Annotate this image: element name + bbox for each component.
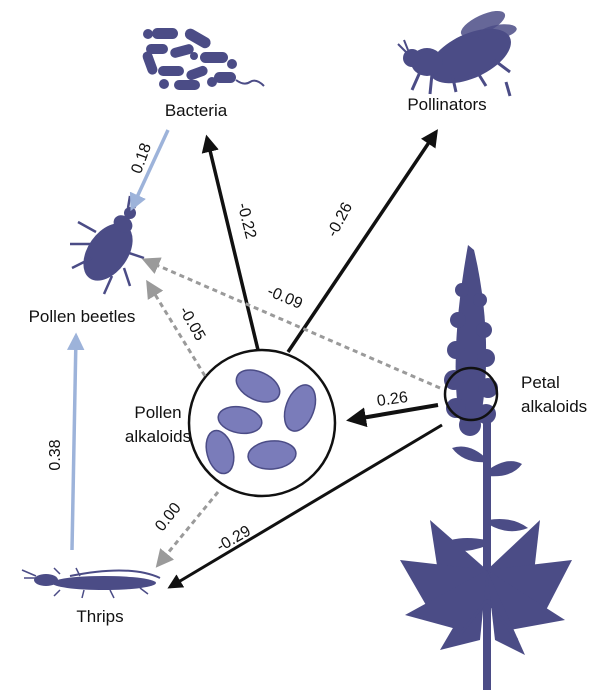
bacteria-icon bbox=[141, 27, 264, 90]
label-pollen-alkaloids-line1: Pollen bbox=[134, 403, 181, 422]
label-petal-alkaloids-line1: Petal bbox=[521, 373, 560, 392]
coef-pollen-to-bacteria: -0.22 bbox=[234, 201, 259, 241]
coef-thrips-to-beetles: 0.38 bbox=[47, 439, 64, 470]
bee-icon bbox=[398, 6, 519, 96]
label-pollen-beetles: Pollen beetles bbox=[29, 307, 136, 326]
coef-pollen-to-pollinators: -0.26 bbox=[324, 200, 356, 240]
coef-petal-to-beetles: -0.09 bbox=[265, 283, 305, 313]
lupine-plant-icon bbox=[400, 245, 572, 690]
coef-pollen-to-thrips: 0.00 bbox=[152, 500, 185, 535]
arrow-pollen-to-bacteria bbox=[207, 138, 258, 350]
thrips-icon bbox=[22, 568, 160, 598]
label-petal-alkaloids-line2: alkaloids bbox=[521, 397, 587, 416]
pollen-alkaloids-node bbox=[189, 350, 335, 496]
label-pollen-alkaloids-line2: alkaloids bbox=[125, 427, 191, 446]
label-thrips: Thrips bbox=[76, 607, 123, 626]
coef-petal-to-pollen: 0.26 bbox=[376, 389, 409, 410]
arrow-thrips-to-beetles bbox=[72, 336, 76, 550]
label-bacteria: Bacteria bbox=[165, 101, 228, 120]
beetle-icon bbox=[70, 196, 144, 294]
arrow-pollen-to-pollinators bbox=[288, 132, 436, 352]
label-pollinators: Pollinators bbox=[407, 95, 486, 114]
